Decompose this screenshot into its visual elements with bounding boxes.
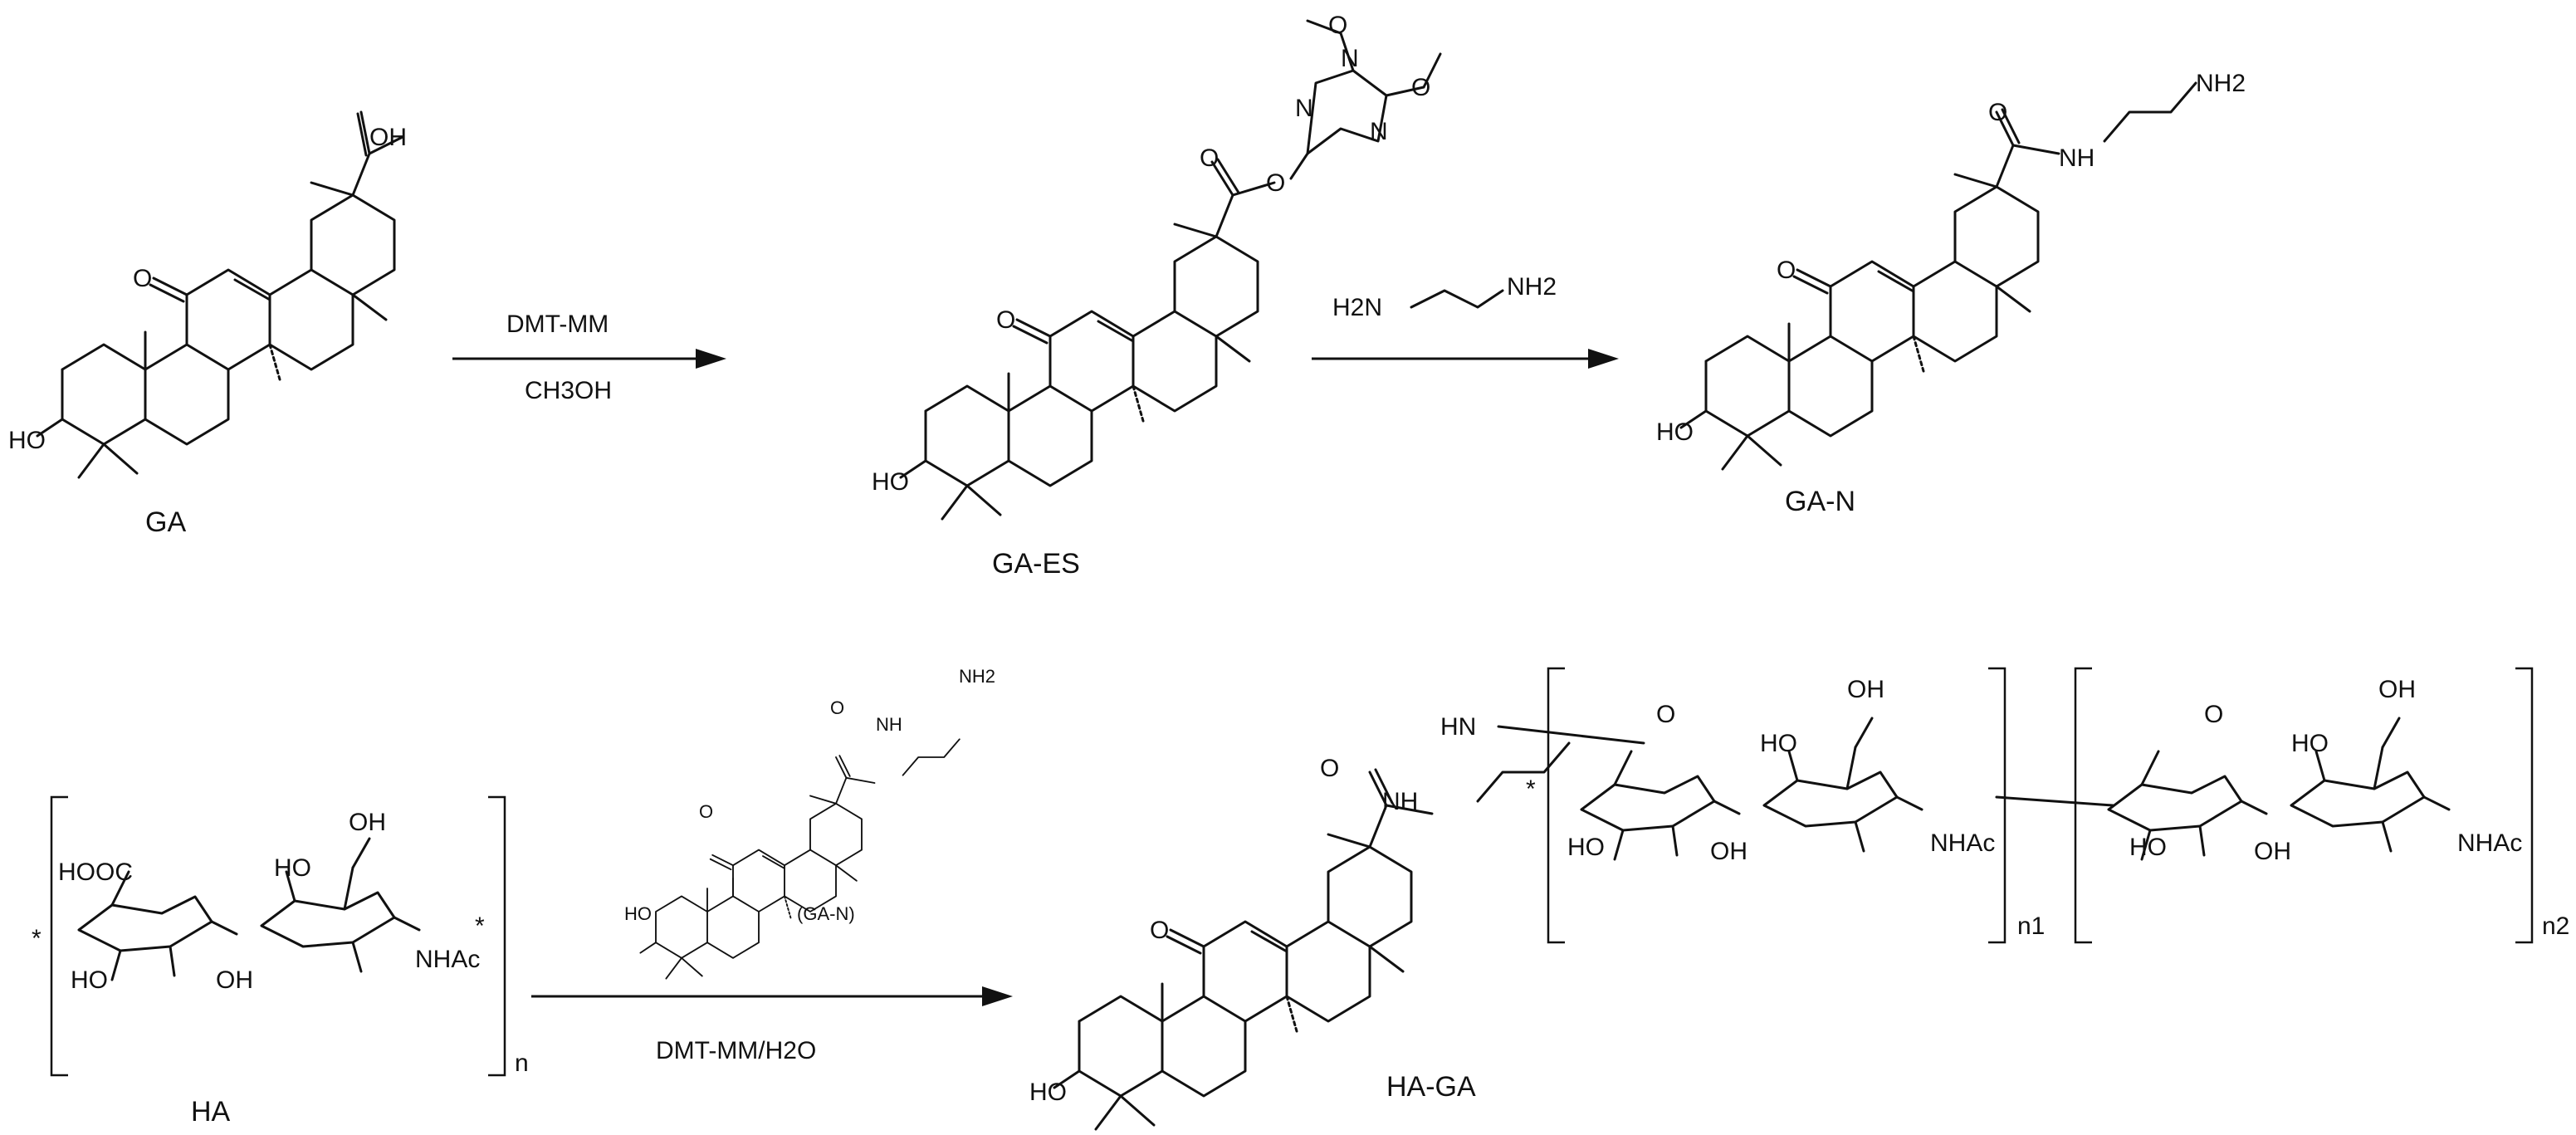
ha-ga-sugar1-nhac: NHAc (1930, 829, 1995, 857)
arrow-step2 (1312, 349, 1619, 369)
arrow-step3 (531, 986, 1013, 1006)
eda-h2n-label: H2N (1332, 294, 1382, 321)
ha-structure (50, 795, 506, 1077)
reagent-name-label: (GA-N) (797, 903, 855, 924)
ha-ga-nh-label: NH (1382, 788, 1418, 815)
ga-n-nh2-label: NH2 (2196, 70, 2246, 97)
ha-compound-label: HA (191, 1096, 231, 1128)
ga-ketone-o: O (133, 265, 152, 292)
ha-ga-ketone-o: O (1150, 917, 1169, 944)
arrow-step1 (452, 349, 726, 369)
step1-solvent: CH3OH (525, 377, 612, 404)
reagent-nh2-label: NH2 (959, 666, 995, 687)
ha-oh-1: OH (216, 966, 253, 994)
ga-es-compound-label: GA-ES (992, 548, 1080, 580)
ha-ga-sugar1-oh2: OH (1847, 676, 1884, 703)
ga-ho-label: HO (8, 427, 46, 454)
ha-ga-ho-label: HO (1029, 1079, 1067, 1106)
ga-es-ketone-o: O (996, 306, 1015, 334)
ha-repeat-n: n (515, 1049, 529, 1077)
ha-star-right: * (475, 912, 485, 940)
reagent-ketone-o: O (699, 801, 713, 822)
ha-ga-sugar1-ho: HO (1567, 834, 1605, 861)
reagent-o-label: O (830, 697, 844, 718)
ha-ho-2: HO (274, 854, 311, 882)
ga-structure (36, 110, 404, 479)
ga-es-triazine-n2: N (1370, 118, 1388, 145)
ha-ga-sugar1-ho2: HO (1760, 730, 1797, 757)
ethylenediamine-reagent (1410, 289, 1504, 309)
ha-ga-repeat-n1: n1 (2017, 912, 2045, 940)
ga-n-reagent-structure (639, 738, 961, 980)
ga-es-methoxy-o2: O (1411, 74, 1430, 101)
ga-es-methoxy-o1: O (1328, 12, 1347, 39)
ha-ga-structure (1053, 667, 2534, 1131)
ga-es-ho-label: HO (872, 468, 909, 496)
ga-es-triazine-n3: N (1341, 45, 1359, 72)
ga-n-compound-label: GA-N (1785, 486, 1855, 517)
ga-es-ester-o: O (1266, 169, 1285, 197)
ga-n-structure (1679, 81, 2197, 471)
ga-compound-label: GA (145, 506, 186, 538)
ha-ga-sugar2-o: O (2204, 701, 2223, 728)
ha-ga-sugar1-o: O (1656, 701, 1675, 728)
ga-n-ho-label: HO (1656, 418, 1694, 446)
ha-ga-hn-label: HN (1440, 713, 1476, 741)
ha-ga-sugar2-oh: OH (2254, 838, 2291, 865)
ha-oh-2: OH (349, 809, 386, 836)
ha-ga-star: * (1526, 775, 1536, 803)
reagent-ho-label: HO (624, 903, 652, 924)
ha-ga-sugar2-nhac: NHAc (2457, 829, 2522, 857)
ga-n-ketone-o: O (1777, 257, 1796, 284)
ga-n-nh-label: NH (2059, 144, 2095, 172)
ha-hooc-label: HOOC (58, 859, 133, 886)
ha-ga-carbonyl-o: O (1320, 755, 1339, 782)
ga-oh-label: OH (369, 124, 407, 151)
ga-n-carbonyl-o: O (1988, 99, 2007, 126)
ha-ga-repeat-n2: n2 (2542, 912, 2569, 940)
ha-ho-1: HO (71, 966, 108, 994)
ha-ga-sugar2-ho: HO (2129, 834, 2167, 861)
ha-ga-sugar2-ho2: HO (2291, 730, 2329, 757)
ga-es-triazine-n1: N (1295, 95, 1313, 122)
ha-ga-sugar2-oh2: OH (2378, 676, 2416, 703)
step1-reagent: DMT-MM (506, 311, 609, 338)
eda-nh2-label: NH2 (1507, 273, 1557, 301)
ha-star-left: * (32, 925, 42, 952)
reagent-nh-label: NH (876, 714, 902, 735)
ha-ga-sugar1-oh: OH (1710, 838, 1747, 865)
ga-es-structure (899, 19, 1442, 521)
ha-nhac-label: NHAc (415, 946, 480, 973)
ha-ga-compound-label: HA-GA (1386, 1071, 1476, 1103)
step3-reagent: DMT-MM/H2O (656, 1037, 816, 1064)
ga-es-carbonyl-o: O (1200, 144, 1219, 172)
